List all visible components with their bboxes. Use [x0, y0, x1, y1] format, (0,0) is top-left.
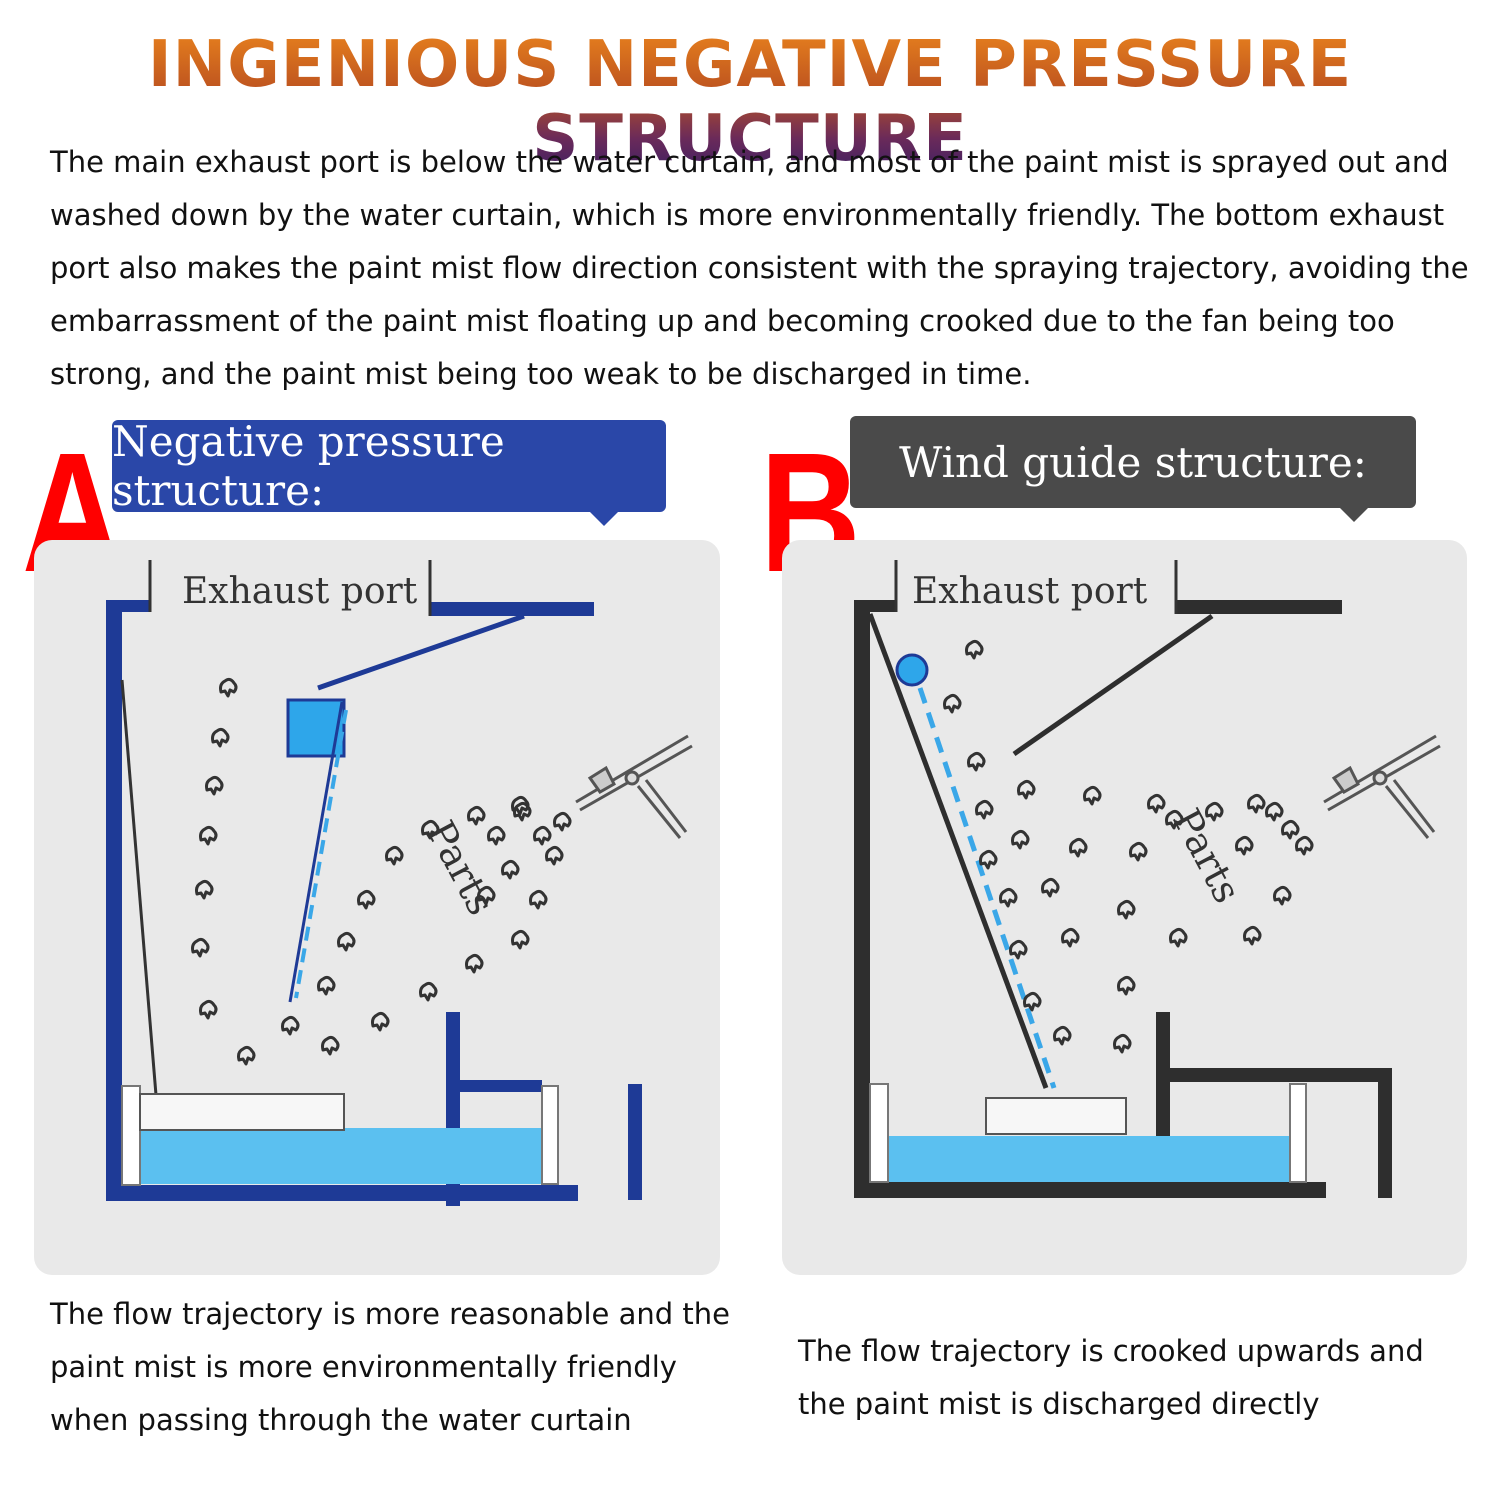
- paint-mist-a: [191, 677, 572, 1066]
- exhaust-port-label-b: Exhaust port: [912, 571, 1148, 612]
- heading-text-b: Wind guide structure:: [899, 437, 1367, 487]
- heading-banner-b: Wind guide structure:: [850, 416, 1416, 522]
- grate-b: [985, 1097, 1127, 1135]
- exhaust-port-walls-b: [894, 560, 1178, 614]
- exhaust-port-walls-a: [148, 560, 432, 616]
- diagram-panel-b: Exhaust port Parts: [782, 540, 1467, 1275]
- spray-gun-icon-a: [575, 734, 693, 839]
- wind-guide-line-b: [867, 613, 1049, 1089]
- diagram-panel-a: Exhaust port Parts: [34, 540, 720, 1275]
- heading-text-a: Negative pressure structure:: [112, 417, 505, 515]
- water-pool-a: [122, 1128, 546, 1184]
- booth-frame-b: [854, 600, 1392, 1198]
- baffle-line-b: [1012, 613, 1214, 757]
- water-pipe-b: [895, 653, 929, 687]
- grate-a: [139, 1093, 345, 1131]
- water-pool-b: [870, 1136, 1294, 1182]
- page-title: INGENIOUS NEGATIVE PRESSURE STRUCTURE: [0, 28, 1500, 176]
- water-curtain-b: [917, 687, 1057, 1089]
- heading-banner-a: Negative pressure structure:: [112, 417, 666, 526]
- filter-line-a: [120, 679, 158, 1096]
- booth-frame-a: [106, 600, 642, 1206]
- diagram-a-svg: Exhaust port Parts: [106, 560, 693, 1206]
- parts-label-b: Parts: [1164, 802, 1250, 910]
- paint-mist-b: [943, 639, 1314, 1054]
- caption-a: The flow trajectory is more reasonable a…: [50, 1297, 730, 1437]
- caption-b: The flow trajectory is crooked upwards a…: [798, 1334, 1424, 1421]
- spray-gun-icon-b: [1323, 734, 1441, 839]
- water-curtain-a: [294, 709, 348, 999]
- baffle-line-a: [317, 613, 525, 691]
- diagram-b-svg: Exhaust port Parts: [854, 560, 1441, 1198]
- intro-paragraph: The main exhaust port is below the water…: [50, 145, 1469, 391]
- exhaust-port-label-a: Exhaust port: [182, 571, 418, 612]
- curtain-wall-a: [288, 701, 344, 1003]
